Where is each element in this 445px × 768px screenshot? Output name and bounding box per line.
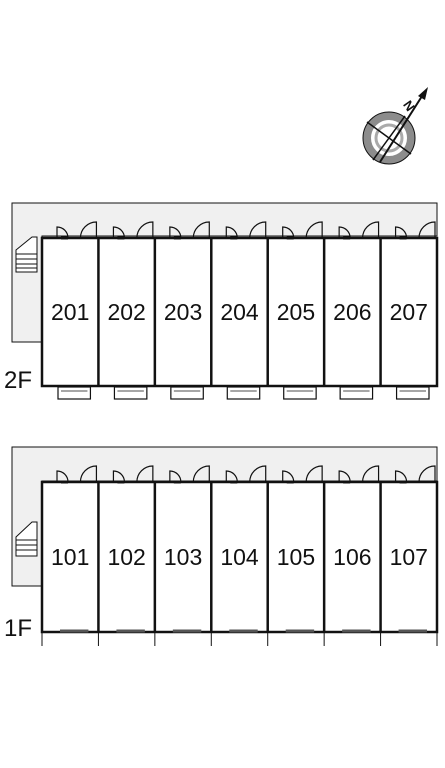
- door-icon: [338, 465, 380, 484]
- balcony: [170, 386, 204, 400]
- door-icon: [394, 465, 436, 484]
- unit-206: 206: [322, 221, 380, 400]
- door-icon: [112, 221, 154, 240]
- door-icon: [225, 465, 267, 484]
- stairs-icon: [15, 521, 38, 557]
- door-icon: [282, 221, 323, 240]
- unit-number-label: 207: [390, 299, 428, 325]
- unit-number-label: 206: [333, 299, 371, 325]
- unit-number-label: 101: [51, 544, 89, 570]
- unit-number-label: 103: [164, 544, 202, 570]
- unit-103: 103: [153, 465, 212, 646]
- unit-205: 205: [266, 221, 323, 400]
- floor-1f: 101 102 103 104 105 106 107 1F: [4, 446, 439, 646]
- unit-number-label: 205: [277, 299, 315, 325]
- stairs-icon: [15, 236, 38, 273]
- door-icon: [282, 465, 323, 484]
- balcony: [57, 386, 92, 400]
- door-icon: [394, 221, 436, 240]
- balcony: [283, 386, 317, 400]
- balcony: [339, 386, 374, 400]
- door-icon: [169, 221, 210, 240]
- floor-label-1f: 1F: [4, 615, 32, 642]
- compass-icon: N: [362, 87, 428, 165]
- floor-label-2f: 2F: [4, 367, 32, 394]
- door-icon: [56, 465, 98, 484]
- unit-number-label: 201: [51, 299, 89, 325]
- unit-203: 203: [153, 221, 210, 400]
- unit-number-label: 105: [277, 544, 315, 570]
- compass-north-label: N: [400, 98, 418, 114]
- unit-number-label: 202: [107, 299, 145, 325]
- unit-101: 101: [51, 465, 99, 646]
- unit-number-label: 106: [333, 544, 371, 570]
- unit-105: 105: [266, 465, 325, 646]
- unit-107: 107: [379, 465, 438, 646]
- unit-102: 102: [97, 465, 156, 646]
- unit-201: 201: [51, 221, 98, 400]
- unit-number-label: 102: [107, 544, 145, 570]
- balcony: [113, 386, 148, 400]
- unit-204: 204: [210, 221, 267, 400]
- unit-number-label: 204: [220, 299, 259, 325]
- unit-104: 104: [210, 465, 269, 646]
- door-icon: [56, 221, 98, 240]
- unit-202: 202: [97, 221, 154, 400]
- door-icon: [112, 465, 154, 484]
- unit-number-label: 203: [164, 299, 202, 325]
- balcony: [226, 386, 261, 400]
- floor-2f: 201 202 203 204 205 206 207 2F: [4, 202, 439, 400]
- door-icon: [169, 465, 210, 484]
- balcony: [395, 386, 430, 400]
- unit-number-label: 107: [390, 544, 428, 570]
- unit-number-label: 104: [220, 544, 259, 570]
- door-icon: [225, 221, 267, 240]
- door-icon: [338, 221, 380, 240]
- unit-106: 106: [322, 465, 382, 646]
- unit-207: 207: [379, 221, 436, 400]
